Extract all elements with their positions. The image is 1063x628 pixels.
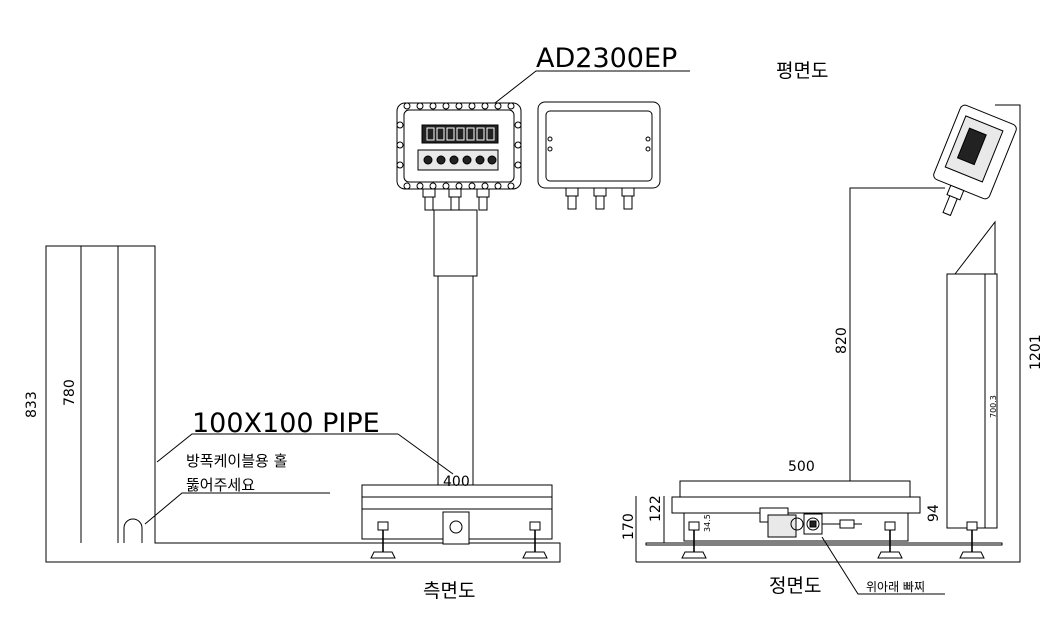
front-column bbox=[946, 273, 998, 529]
indicator-side bbox=[933, 104, 1017, 217]
front-platform-mid bbox=[671, 496, 921, 514]
pipe-label: 100X100 PIPE bbox=[192, 408, 380, 439]
pipe-frame bbox=[45, 245, 561, 563]
junction-box bbox=[767, 514, 797, 538]
dim-820-line bbox=[849, 187, 945, 496]
note-leader bbox=[144, 492, 330, 525]
front-view: 위아래 빠찌 500 820 1201 700.3 122 170 94 34.… bbox=[621, 104, 1044, 597]
dim-400: 400 bbox=[443, 474, 470, 490]
dim-700-3: 700.3 bbox=[989, 395, 998, 418]
foot bbox=[522, 521, 548, 559]
dim-170: 170 bbox=[621, 513, 637, 540]
column-bracket bbox=[442, 511, 470, 545]
dim-500: 500 bbox=[788, 459, 815, 475]
platform-mid bbox=[361, 496, 553, 510]
indicator-rear bbox=[537, 101, 661, 210]
front-foot bbox=[681, 521, 707, 559]
dim-1201: 1201 bbox=[1028, 334, 1044, 370]
dim-122: 122 bbox=[648, 495, 664, 522]
plan-view-title: 평면도 bbox=[776, 60, 828, 82]
side-view-title: 측면도 bbox=[423, 580, 475, 602]
front-foot bbox=[959, 521, 985, 559]
pipe-leader-right bbox=[397, 433, 454, 475]
dim-94: 94 bbox=[926, 504, 942, 522]
model-leader bbox=[494, 70, 690, 104]
bottom-note-leader bbox=[821, 536, 945, 595]
front-foot bbox=[877, 521, 903, 559]
column-upper bbox=[433, 209, 478, 277]
column-bracket bbox=[953, 220, 996, 275]
indicator-front bbox=[396, 102, 522, 211]
outer-frame bbox=[636, 104, 1021, 563]
column-lower bbox=[437, 275, 474, 489]
note-line1: 방폭케이블용 홀 bbox=[186, 452, 287, 470]
dim-34-5: 34.5 bbox=[703, 514, 712, 532]
side-view: AD2300EP 100X100 PIPE 방폭케이블용 홀 뚫어주세요 833… bbox=[24, 43, 690, 602]
bottom-note: 위아래 빠찌 bbox=[866, 580, 925, 594]
foot bbox=[370, 521, 396, 559]
dim-820: 820 bbox=[834, 327, 850, 354]
ground-line bbox=[645, 542, 1003, 546]
indicator-display bbox=[421, 124, 499, 144]
dim-780: 780 bbox=[62, 379, 78, 406]
model-label: AD2300EP bbox=[536, 43, 677, 74]
indicator-body bbox=[396, 102, 522, 190]
cable-hole bbox=[123, 518, 143, 543]
front-platform-top bbox=[679, 480, 911, 498]
note-line2: 뚫어주세요 bbox=[186, 476, 255, 494]
front-view-title: 정면도 bbox=[769, 575, 821, 597]
pipe-leader bbox=[156, 433, 398, 463]
indicator-rear-body bbox=[537, 101, 661, 189]
bracket-bolt bbox=[449, 520, 463, 534]
junction-bolt bbox=[790, 517, 804, 531]
dim-833: 833 bbox=[24, 391, 40, 418]
